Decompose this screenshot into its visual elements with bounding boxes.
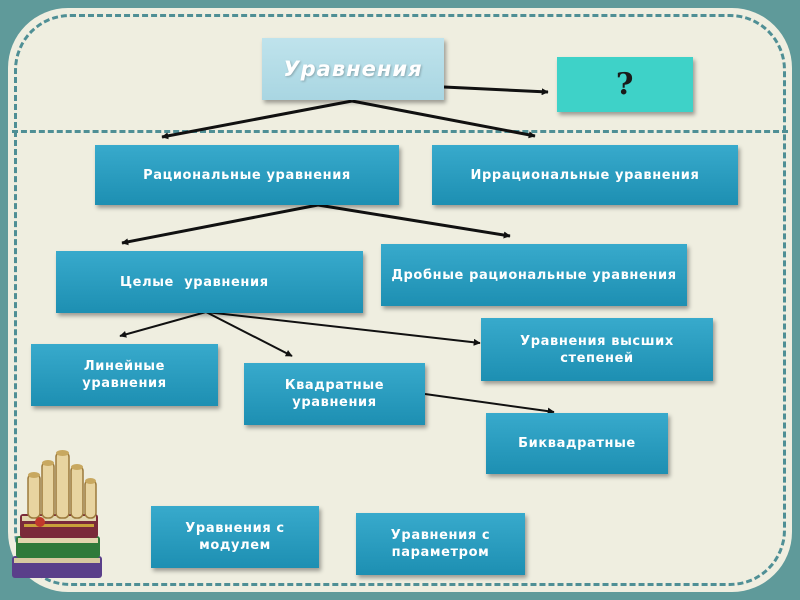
node-quadratic: Квадратные уравнения bbox=[244, 363, 425, 425]
node-whole: Целые уравнения bbox=[56, 251, 363, 313]
node-parameter: Уравнения с параметром bbox=[356, 513, 525, 575]
dashed-frame bbox=[14, 14, 786, 586]
arrow-quadratic-to-biquadratic bbox=[424, 393, 555, 415]
node-root: Уравнения bbox=[262, 38, 444, 100]
arrow-whole-to-quadratic bbox=[205, 311, 293, 357]
node-higher-degree: Уравнения высших степеней bbox=[481, 318, 713, 381]
node-question: ? bbox=[557, 57, 693, 112]
node-biquadratic: Биквадратные bbox=[486, 413, 668, 474]
node-linear: Линейные уравнения bbox=[31, 344, 218, 406]
arrow-rational-to-whole bbox=[121, 203, 319, 246]
arrow-rational-to-fractional bbox=[317, 203, 511, 239]
arrow-root-to-irrational bbox=[351, 99, 536, 139]
arrow-whole-to-linear bbox=[119, 311, 207, 338]
node-modulus: Уравнения с модулем bbox=[151, 506, 319, 568]
books-and-scrolls-icon bbox=[12, 450, 102, 578]
arrow-root-to-question bbox=[443, 85, 549, 96]
node-fractional: Дробные рациональные уравнения bbox=[381, 244, 687, 306]
arrow-root-to-rational bbox=[161, 99, 353, 140]
node-irrational: Иррациональные уравнения bbox=[432, 145, 738, 205]
arrow-whole-to-higher bbox=[205, 311, 481, 346]
node-rational: Рациональные уравнения bbox=[95, 145, 399, 205]
dashed-divider bbox=[12, 130, 788, 133]
